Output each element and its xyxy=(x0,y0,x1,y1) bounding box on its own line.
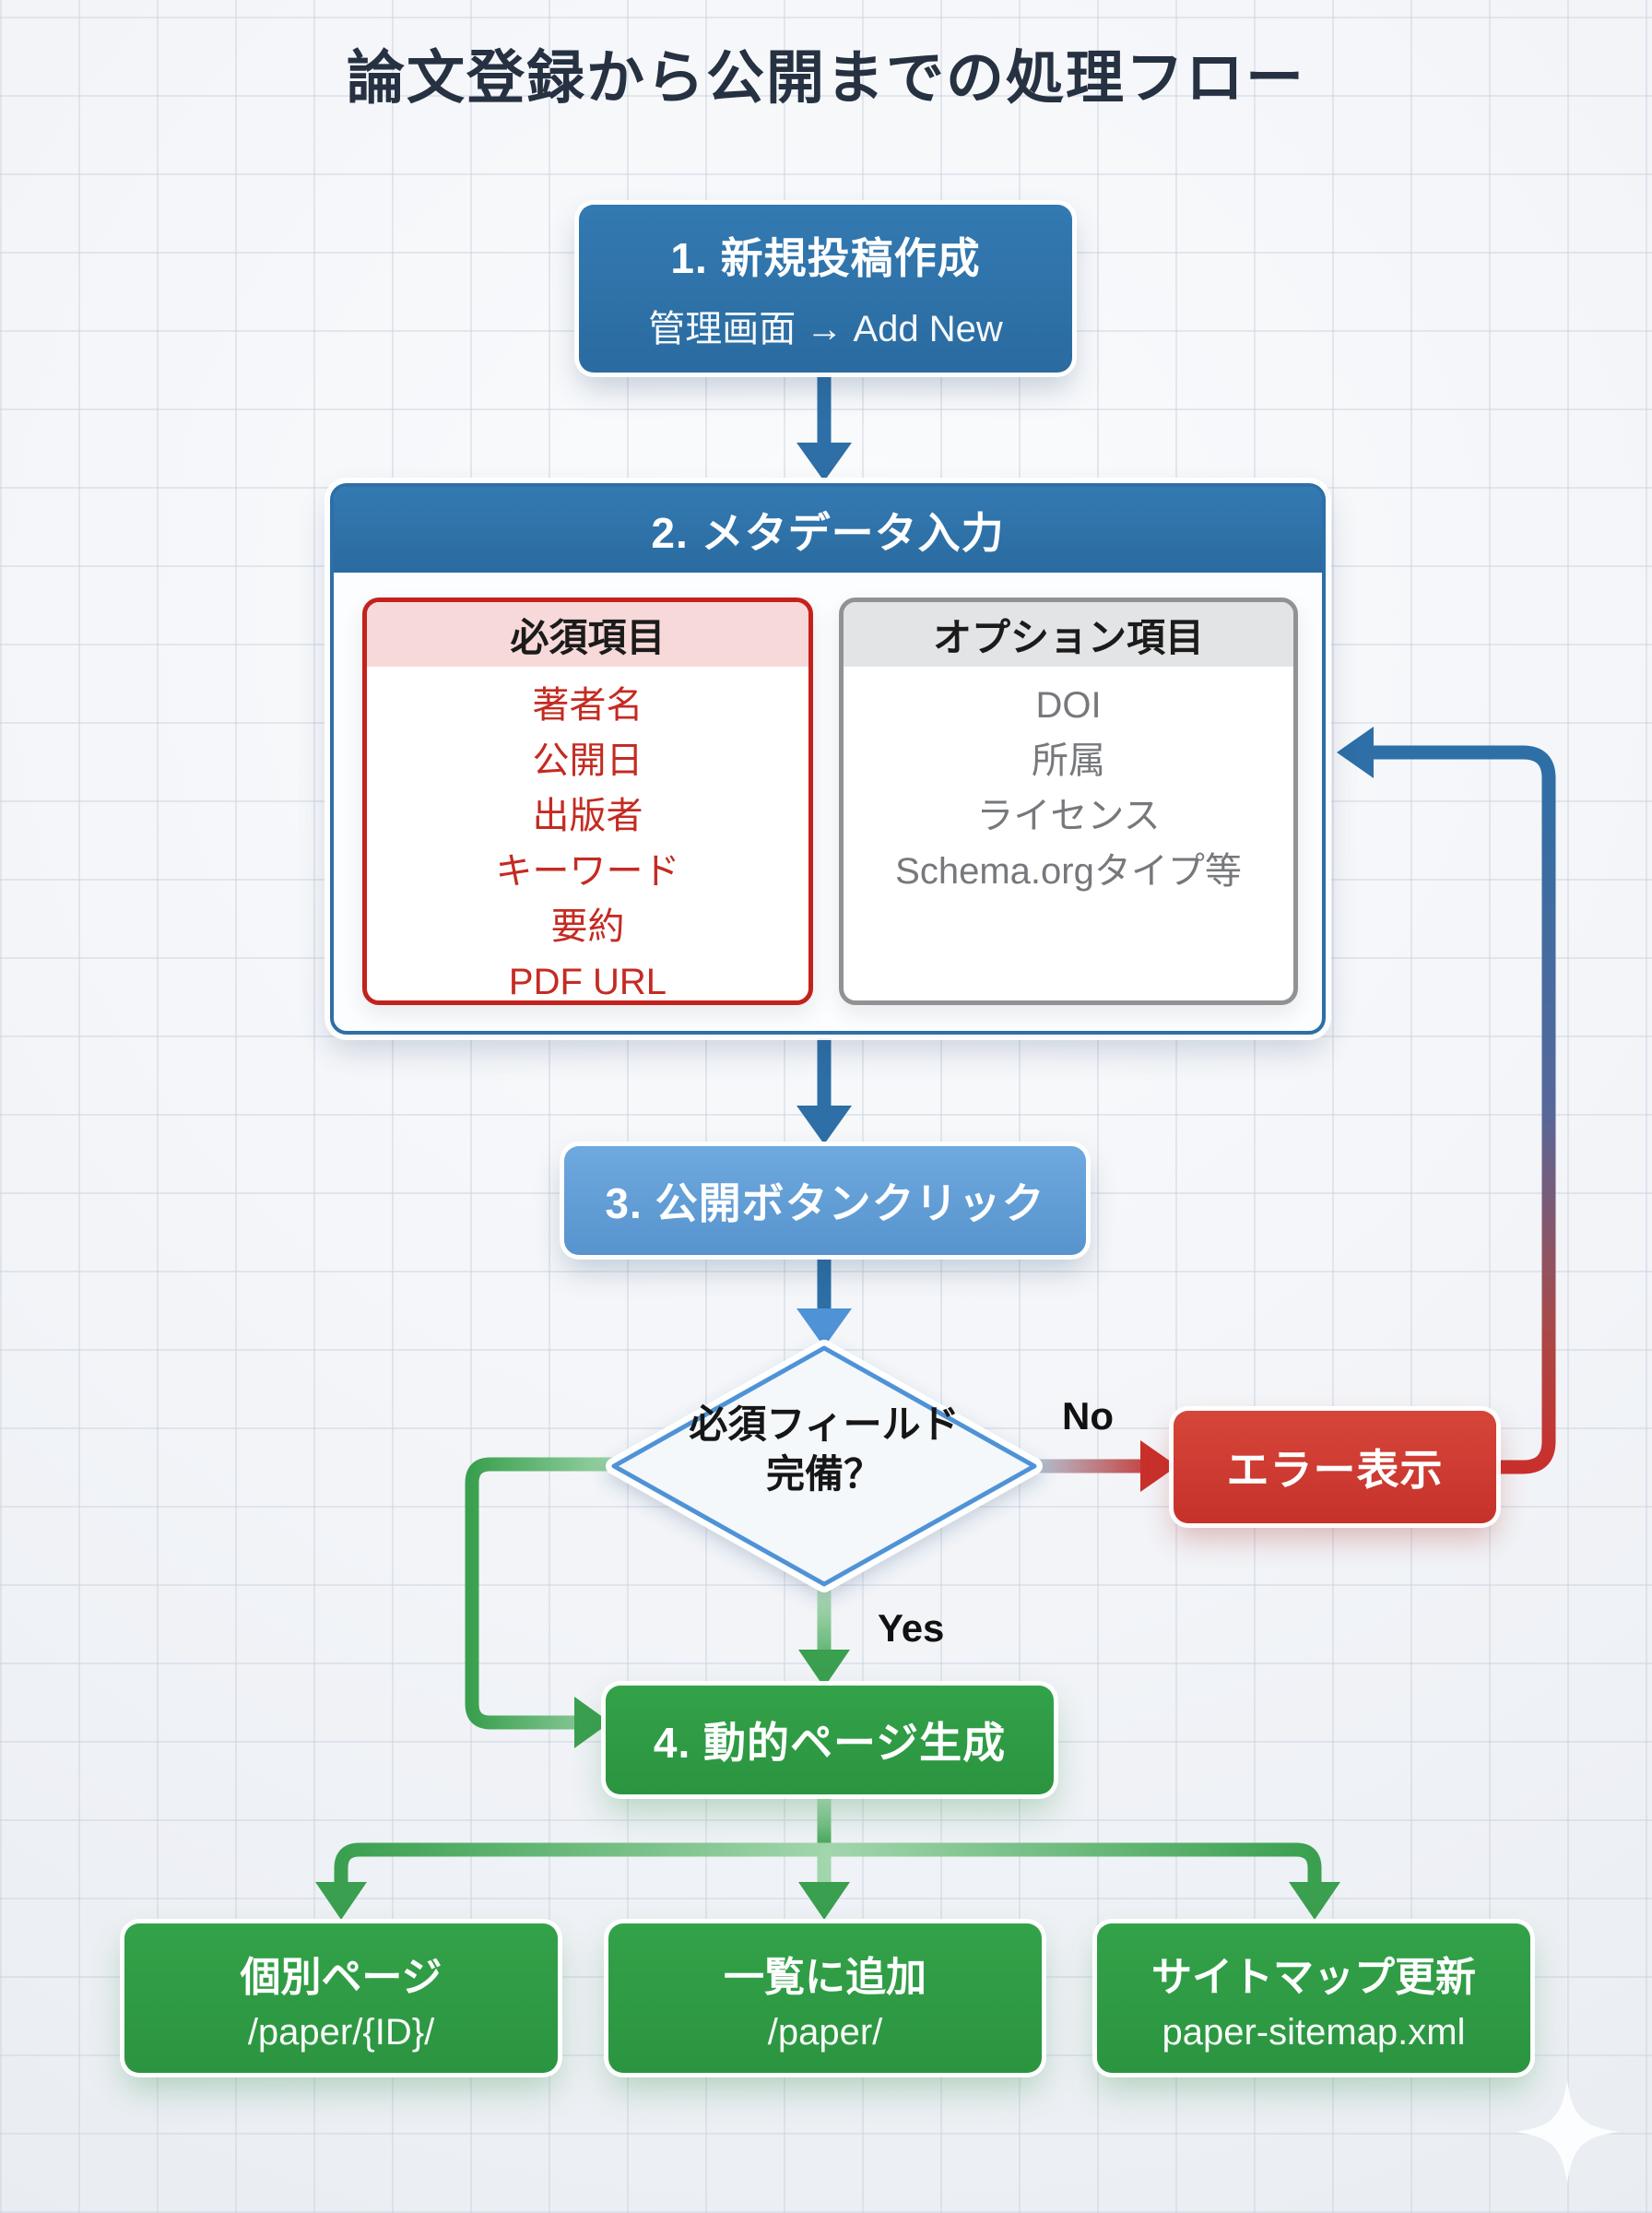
step3-box: 3. 公開ボタンクリック xyxy=(564,1146,1086,1255)
step2-box: 2. メタデータ入力 必須項目 著者名 公開日 出版者 キーワード 要約 PDF… xyxy=(330,483,1326,1035)
optional-fields-list: DOI 所属 ライセンス Schema.orgタイプ等 xyxy=(844,667,1293,899)
arrow-decision-no xyxy=(1036,1440,1177,1492)
decision-line2: 完備？ xyxy=(765,1452,882,1496)
output-subtitle: /paper/{ID}/ xyxy=(247,2011,435,2053)
decision-text: 必須フィールド 完備？ xyxy=(640,1400,1009,1499)
optional-item: Schema.orgタイプ等 xyxy=(895,851,1242,892)
arrow-step2-to-step3 xyxy=(796,1038,852,1144)
output-subtitle: /paper/ xyxy=(767,2011,883,2053)
output-title: サイトマップ更新 xyxy=(1151,1954,1476,2000)
decision-line1: 必須フィールド xyxy=(689,1402,960,1446)
required-item: PDF URL xyxy=(508,962,667,1002)
required-item: 出版者 xyxy=(532,796,643,836)
required-item: 著者名 xyxy=(532,685,643,726)
step1-box: 1. 新規投稿作成 管理画面 → Add New xyxy=(579,205,1072,373)
required-item: キーワード xyxy=(495,851,680,892)
required-fields-header: 必須項目 xyxy=(367,602,808,667)
sparkle-icon xyxy=(1516,2080,1619,2183)
step1-title: 1. 新規投稿作成 xyxy=(670,234,981,282)
optional-fields-header: オプション項目 xyxy=(844,602,1293,667)
error-title: エラー表示 xyxy=(1226,1446,1444,1494)
output-list-page-box: 一覧に追加 /paper/ xyxy=(608,1923,1042,2073)
output-title: 一覧に追加 xyxy=(724,1954,926,2000)
connector-error-loop xyxy=(1337,727,1556,1474)
step2-header: 2. メタデータ入力 xyxy=(334,487,1322,573)
output-detail-page-box: 個別ページ /paper/{ID}/ xyxy=(124,1923,558,2073)
optional-item: ライセンス xyxy=(976,796,1161,836)
required-item: 要約 xyxy=(550,906,625,947)
page-title: 論文登録から公開までの処理フロー xyxy=(347,46,1305,111)
required-fields-box: 必須項目 著者名 公開日 出版者 キーワード 要約 PDF URL xyxy=(362,598,813,1005)
no-label: No xyxy=(1062,1394,1114,1438)
output-sitemap-box: サイトマップ更新 paper-sitemap.xml xyxy=(1097,1923,1530,2073)
optional-item: DOI xyxy=(1035,685,1102,726)
required-item: 公開日 xyxy=(532,740,643,781)
step1-subtitle: 管理画面 → Add New xyxy=(648,309,1003,349)
step3-title: 3. 公開ボタンクリック xyxy=(605,1179,1045,1227)
connector-decision-left-to-step4 xyxy=(465,1457,614,1748)
yes-label: Yes xyxy=(878,1606,945,1650)
step2-title: 2. メタデータ入力 xyxy=(651,508,1005,557)
step4-title: 4. 動的ページ生成 xyxy=(653,1719,1007,1767)
arrow-decision-yes xyxy=(798,1580,850,1687)
optional-item: 所属 xyxy=(1032,740,1105,781)
output-subtitle: paper-sitemap.xml xyxy=(1162,2011,1466,2053)
arrow-step3-to-decision xyxy=(796,1258,852,1347)
optional-fields-box: オプション項目 DOI 所属 ライセンス Schema.orgタイプ等 xyxy=(839,598,1298,1005)
error-box: エラー表示 xyxy=(1174,1411,1496,1523)
arrow-step1-to-step2 xyxy=(796,374,852,481)
output-title: 個別ページ xyxy=(240,1954,442,2000)
step4-box: 4. 動的ページ生成 xyxy=(606,1686,1054,1794)
required-fields-list: 著者名 公開日 出版者 キーワード 要約 PDF URL xyxy=(367,667,808,1002)
connector-step4-split xyxy=(315,1794,1340,1920)
